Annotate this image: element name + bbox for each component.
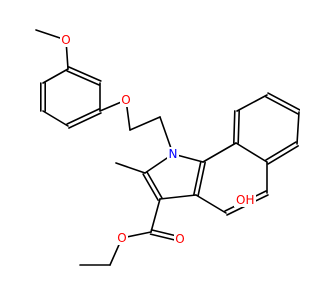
bond-c3a-c9b-b — [193, 160, 202, 196]
bond-c3a-c9b-a — [197, 161, 206, 197]
bond-b1-b2 — [236, 94, 268, 112]
bond-b2-b3-a — [265, 96, 299, 115]
bond-a6-a1-a — [68, 66, 102, 82]
bond-c2-c3-b — [146, 171, 163, 199]
atom-ring-nitrogen: N — [167, 147, 179, 161]
bond-a4-a5-b — [66, 108, 100, 125]
atom-ether-mid-oxygen-label: O — [121, 93, 130, 107]
atom-ether-top-oxygen: O — [60, 33, 72, 47]
molecule-structure-canvas: O O N OH O O — [0, 0, 300, 300]
bond-c2-c3-a — [142, 173, 159, 201]
canvas-background — [0, 0, 300, 300]
atom-ester-oxygen: O — [116, 231, 128, 245]
bond-b2-b3-b — [267, 92, 300, 111]
atom-hydroxyl-group: OH — [234, 193, 256, 207]
atom-ring-nitrogen-label: N — [169, 147, 178, 161]
atom-carbonyl-oxygen: O — [174, 232, 186, 246]
bond-c9a-b1-b — [233, 110, 236, 144]
atom-carbonyl-oxygen-label: O — [175, 232, 184, 246]
bond-c4-c3a — [195, 194, 227, 214]
bond-c5a-c9a — [235, 142, 268, 163]
bond-a4-a5-a — [68, 112, 102, 129]
bond-c3-c3a — [159, 194, 197, 200]
bond-c3-cE — [150, 198, 161, 233]
atom-ether-top-oxygen-label: O — [61, 33, 70, 47]
bond-a1-a2 — [42, 68, 69, 84]
atom-ester-oxygen-label: O — [117, 231, 126, 245]
atom-hydroxyl-label: OH — [236, 193, 254, 207]
bond-e1-e2 — [129, 116, 161, 131]
bond-c2-me — [115, 162, 146, 174]
atom-labels: O O N OH O O — [60, 33, 256, 246]
bond-c9b-c9a — [202, 142, 237, 163]
atom-ether-mid-oxygen: O — [120, 93, 132, 107]
bond-b4-c5a-a — [265, 141, 297, 161]
bond-b4-c5a-b — [267, 145, 299, 165]
bond-c9a-b1-a — [237, 110, 240, 144]
bond-a3-a4 — [42, 110, 69, 127]
bond-a6-a1-b — [66, 70, 100, 86]
bond-b3-b4 — [296, 111, 300, 145]
